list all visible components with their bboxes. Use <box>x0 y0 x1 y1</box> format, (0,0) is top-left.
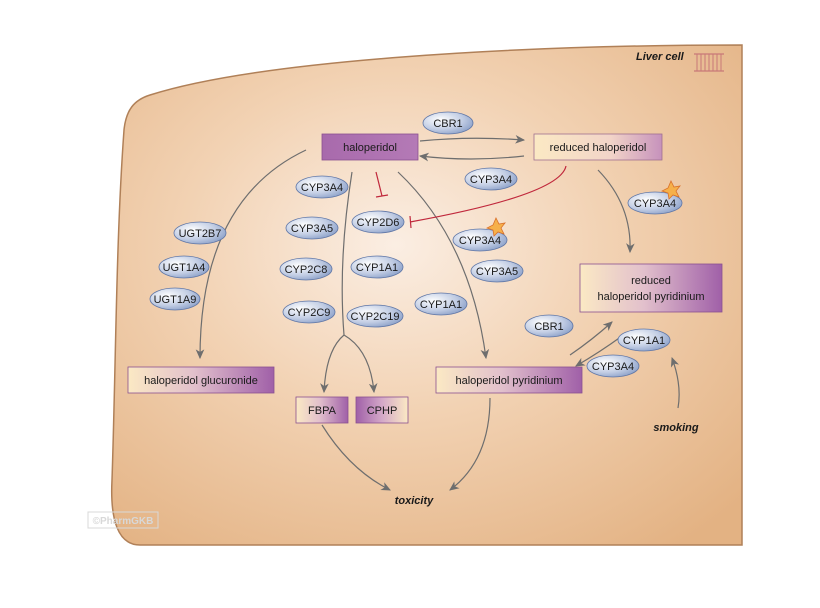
enzyme-ugt1a4: UGT1A4 <box>158 255 210 279</box>
enzyme-cyp3a4-mid: CYP3A4 <box>452 217 508 252</box>
arrow-fbpa-to-toxicity <box>321 424 391 491</box>
svg-text:CYP3A5: CYP3A5 <box>476 266 518 278</box>
compound-cphp: CPHP <box>355 396 409 424</box>
svg-text:CPHP: CPHP <box>367 405 398 417</box>
enzyme-cyp1a1-mid: CYP1A1 <box>414 292 468 316</box>
star-icon <box>485 217 506 237</box>
svg-text:haloperidol pyridinium: haloperidol pyridinium <box>455 375 562 387</box>
svg-text:UGT1A4: UGT1A4 <box>163 262 206 274</box>
arrow-halo-to-cphp <box>343 334 378 394</box>
svg-text:CYP3A5: CYP3A5 <box>291 223 333 235</box>
arrow-halo-to-reduced <box>419 135 526 144</box>
svg-text:UGT1A9: UGT1A9 <box>154 294 197 306</box>
svg-text:CYP3A4: CYP3A4 <box>634 198 676 210</box>
svg-text:haloperidol glucuronide: haloperidol glucuronide <box>144 375 258 387</box>
compound-haloperidol: haloperidol <box>321 133 419 161</box>
svg-text:CYP2D6: CYP2D6 <box>357 217 400 229</box>
arrow-halo-to-glucuronide <box>195 149 307 360</box>
outcome-toxicity: toxicity <box>395 495 434 507</box>
arrow-pyridinium-to-toxicity <box>449 397 491 491</box>
svg-text:©PharmGKB: ©PharmGKB <box>93 516 154 527</box>
inhibit-reduced-haloperidol <box>409 165 567 223</box>
enzyme-cyp1a1-left: CYP1A1 <box>350 255 404 279</box>
svg-text:haloperidol: haloperidol <box>343 142 397 154</box>
svg-text:CYP2C9: CYP2C9 <box>288 307 331 319</box>
svg-text:CYP2C19: CYP2C19 <box>351 311 400 323</box>
star-icon <box>660 180 681 200</box>
enzyme-cyp2c19: CYP2C19 <box>346 304 404 328</box>
inhibit-haloperidol <box>375 171 383 197</box>
svg-text:CBR1: CBR1 <box>433 118 462 130</box>
svg-text:CYP1A1: CYP1A1 <box>623 335 665 347</box>
compound-reduced-haloperidol: reduced haloperidol <box>533 133 663 161</box>
enzyme-cyp2d6: CYP2D6 <box>351 210 405 234</box>
watermark: ©PharmGKB <box>87 511 159 529</box>
enzyme-cyp3a4-left: CYP3A4 <box>295 175 349 199</box>
arrow-reduced-to-reduced-pyridinium <box>597 169 635 254</box>
membrane-icon <box>694 53 724 72</box>
compound-reduced-haloperidol-pyridinium: reduced haloperidol pyridinium <box>579 263 723 313</box>
compound-fbpa: FBPA <box>295 396 349 424</box>
svg-text:UGT2B7: UGT2B7 <box>179 228 222 240</box>
svg-text:CYP3A4: CYP3A4 <box>470 174 512 186</box>
inhibit-haloperidol-bar <box>375 194 389 198</box>
svg-text:reduced haloperidol: reduced haloperidol <box>550 142 647 154</box>
inhibit-reduced-haloperidol-bar <box>409 215 412 229</box>
svg-text:reduced: reduced <box>631 275 671 287</box>
arrow-halo-to-fbpa <box>320 171 353 394</box>
svg-text:haloperidol pyridinium: haloperidol pyridinium <box>597 291 704 303</box>
svg-text:CYP3A4: CYP3A4 <box>592 361 634 373</box>
enzyme-cyp3a4-lower: CYP3A4 <box>586 354 640 378</box>
svg-text:FBPA: FBPA <box>308 405 337 417</box>
arrow-smoking-to-cyp1a1 <box>670 356 680 409</box>
enzyme-cyp2c8: CYP2C8 <box>279 257 333 281</box>
enzyme-cbr1-lower: CBR1 <box>524 314 574 338</box>
enzyme-cyp1a1-right: CYP1A1 <box>617 328 671 352</box>
enzyme-cyp2c9: CYP2C9 <box>282 300 336 324</box>
arrow-reduced-to-halo <box>418 152 525 162</box>
enzyme-cyp3a4-right-star: CYP3A4 <box>627 180 683 215</box>
arrow-pyridinium-to-reduced-pyridinium <box>569 321 613 356</box>
svg-text:CYP1A1: CYP1A1 <box>420 299 462 311</box>
enzyme-ugt2b7: UGT2B7 <box>173 221 227 245</box>
svg-text:CYP1A1: CYP1A1 <box>356 262 398 274</box>
enzyme-cyp3a5-left: CYP3A5 <box>285 216 339 240</box>
svg-text:CYP3A4: CYP3A4 <box>459 235 501 247</box>
enzyme-cyp3a4-reverse: CYP3A4 <box>464 167 518 191</box>
enzyme-ugt1a9: UGT1A9 <box>149 287 201 311</box>
enzyme-cyp3a5-mid: CYP3A5 <box>470 259 524 283</box>
arrow-halo-to-pyridinium <box>397 171 490 360</box>
svg-text:CYP3A4: CYP3A4 <box>301 182 343 194</box>
compound-haloperidol-pyridinium: haloperidol pyridinium <box>435 366 583 394</box>
svg-text:CBR1: CBR1 <box>534 321 563 333</box>
cell-label: Liver cell <box>636 51 685 63</box>
svg-text:CYP2C8: CYP2C8 <box>285 264 328 276</box>
compound-haloperidol-glucuronide: haloperidol glucuronide <box>127 366 275 394</box>
enzyme-cbr1-top: CBR1 <box>422 111 474 135</box>
outcome-smoking: smoking <box>653 422 699 434</box>
